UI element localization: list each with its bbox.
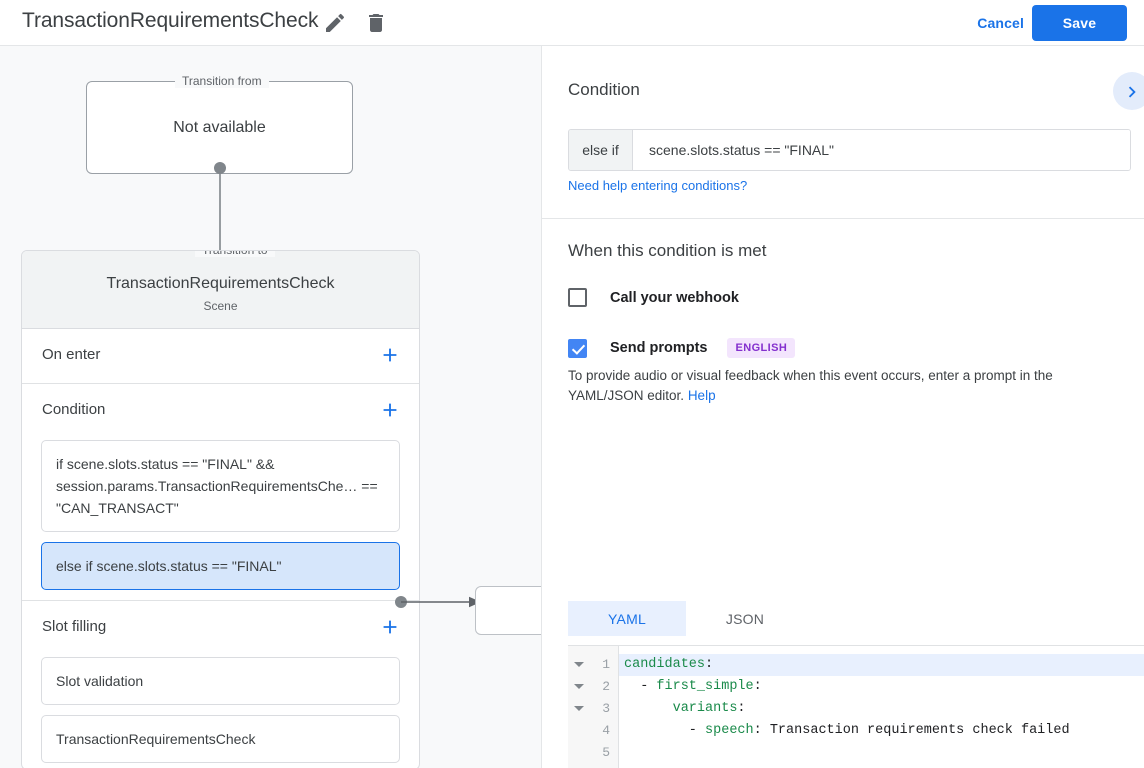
cancel-button[interactable]: Cancel (969, 11, 1032, 35)
when-met-heading: When this condition is met (568, 241, 767, 260)
editor-format-tabs: YAML JSON (568, 601, 804, 636)
tab-yaml[interactable]: YAML (568, 601, 686, 636)
section-condition: Condition if scene.slots.status == "FINA… (22, 384, 419, 601)
chevron-right-icon[interactable] (1113, 72, 1144, 110)
plus-icon[interactable] (379, 399, 401, 421)
section-header: Condition (22, 384, 419, 438)
language-badge: ENGLISH (727, 338, 796, 358)
section-body: Slot validation TransactionRequirementsC… (22, 655, 419, 763)
condition-item-selected[interactable]: else if scene.slots.status == "FINAL" (41, 542, 400, 590)
next-transition-node[interactable] (475, 586, 541, 635)
graph-panel: Transition from Not available Transition… (0, 46, 541, 768)
gutter-line-number: 2 (568, 676, 618, 698)
section-title-condition: Condition (42, 401, 106, 418)
section-slot-filling: Slot filling Slot validation Transaction… (22, 601, 419, 768)
transition-from-legend: Transition from (175, 74, 269, 88)
condition-help-link[interactable]: Need help entering conditions? (568, 178, 748, 193)
code-line: candidates: (619, 654, 1144, 676)
prompts-help-link[interactable]: Help (687, 388, 716, 403)
slot-filling-item[interactable]: Slot validation (41, 657, 400, 705)
condition-expression-input[interactable]: scene.slots.status == "FINAL" (633, 130, 1130, 170)
prompts-description-text: To provide audio or visual feedback when… (568, 368, 1053, 403)
details-panel: Condition else if scene.slots.status == … (541, 46, 1144, 768)
connector-arrow-right (395, 594, 485, 610)
transition-to-subtitle: Scene (203, 299, 238, 313)
send-prompts-row[interactable]: Send prompts ENGLISH (568, 338, 796, 358)
condition-heading: Condition (568, 80, 640, 99)
section-title-slot-filling: Slot filling (42, 618, 107, 635)
transition-to-card: Transition to TransactionRequirementsChe… (21, 250, 420, 768)
fold-triangle-icon[interactable] (574, 684, 584, 689)
editor-code-area[interactable]: candidates: - first_simple: variants: - … (619, 646, 1144, 768)
slot-filling-item[interactable]: TransactionRequirementsCheck (41, 715, 400, 763)
gutter-line-number: 3 (568, 698, 618, 720)
transition-to-title: TransactionRequirementsCheck (106, 275, 335, 292)
plus-icon[interactable] (379, 344, 401, 366)
condition-prefix: else if (569, 130, 633, 170)
send-prompts-checkbox[interactable] (568, 338, 587, 358)
transition-from-value: Not available (173, 119, 266, 136)
top-bar: TransactionRequirementsCheck Cancel Save (0, 0, 1144, 46)
fold-triangle-icon[interactable] (574, 706, 584, 711)
code-line: - first_simple: (624, 679, 762, 694)
trash-icon[interactable] (364, 11, 388, 35)
section-header: Slot filling (22, 601, 419, 655)
call-webhook-label: Call your webhook (610, 289, 739, 306)
section-on-enter: On enter (22, 329, 419, 384)
condition-input-group: else if scene.slots.status == "FINAL" (568, 129, 1131, 171)
code-line: - speech: Transaction requirements check… (624, 723, 1070, 738)
pencil-icon[interactable] (323, 11, 347, 35)
tab-json[interactable]: JSON (725, 610, 765, 627)
condition-section: Condition else if scene.slots.status == … (542, 46, 1144, 219)
gutter-line-number: 5 (602, 745, 610, 760)
transition-to-legend: Transition to (195, 251, 275, 257)
condition-item[interactable]: if scene.slots.status == "FINAL" && sess… (41, 440, 400, 532)
call-webhook-row[interactable]: Call your webhook (568, 288, 739, 307)
section-title-on-enter: On enter (42, 346, 101, 363)
gutter-line-number: 4 (602, 723, 610, 738)
transition-from-card: Transition from Not available (86, 74, 353, 174)
section-header: On enter (22, 329, 419, 383)
save-button[interactable]: Save (1032, 5, 1127, 41)
prompts-description: To provide audio or visual feedback when… (568, 366, 1124, 406)
call-webhook-checkbox[interactable] (568, 288, 587, 307)
code-line: variants: (672, 701, 746, 716)
section-body: if scene.slots.status == "FINAL" && sess… (22, 438, 419, 590)
fold-triangle-icon[interactable] (574, 662, 584, 667)
code-line (619, 742, 1144, 764)
transition-to-header: TransactionRequirementsCheck Scene (22, 251, 419, 329)
page-title: TransactionRequirementsCheck (22, 9, 319, 32)
gutter-line-number: 1 (568, 654, 618, 676)
plus-icon[interactable] (379, 616, 401, 638)
send-prompts-label: Send prompts (610, 340, 708, 356)
